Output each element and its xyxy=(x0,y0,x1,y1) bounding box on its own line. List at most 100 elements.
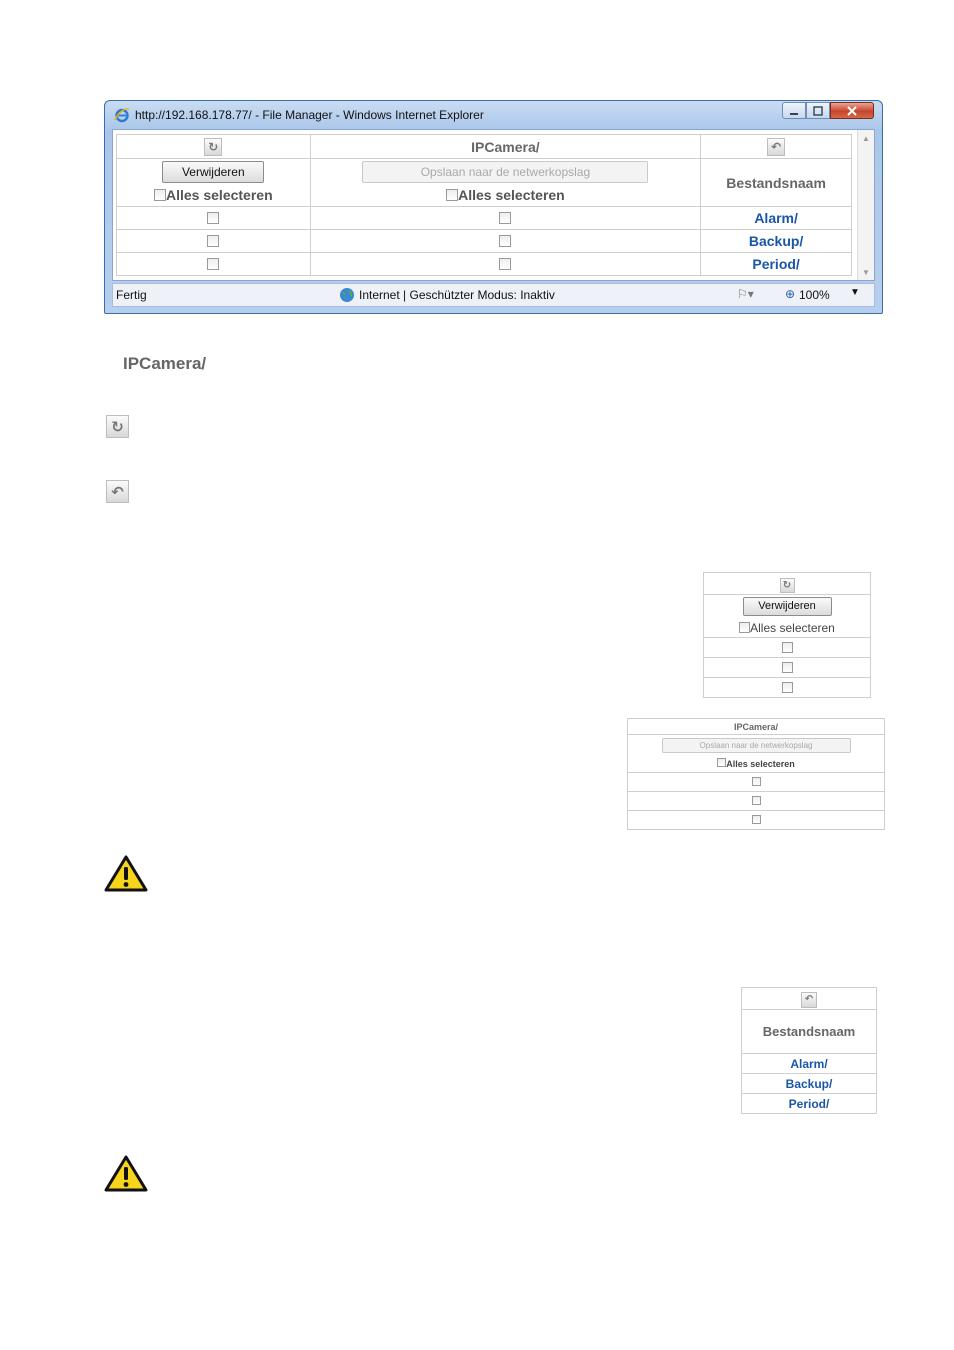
ie-content: ↻ IPCamera/ ↶ Verwijderen Alles selecter… xyxy=(112,129,875,281)
file-link-backup-text[interactable]: Backup/ xyxy=(785,1076,833,1091)
crop-row xyxy=(627,810,885,830)
file-link-period-text[interactable]: Period/ xyxy=(752,256,800,272)
back-icon[interactable]: ↶ xyxy=(801,991,817,1008)
file-link-backup[interactable]: Backup/ xyxy=(700,229,852,253)
checkbox-save-alarm[interactable] xyxy=(499,211,512,224)
file-link-backup-text[interactable]: Backup/ xyxy=(748,233,804,249)
save-network-button[interactable]: Opslaan naar de netwerkopslag xyxy=(362,160,649,183)
crop-file-link-period[interactable]: Period/ xyxy=(741,1093,877,1114)
select-all-checkbox[interactable] xyxy=(154,189,166,202)
back-cell: ↶ xyxy=(700,134,852,159)
crop-filename-column: ↶ Bestandsnaam Alarm/ Backup/ Period/ xyxy=(741,987,877,1114)
row-alarm-delete xyxy=(116,206,311,230)
window-title: http://192.168.178.77/ - File Manager - … xyxy=(135,108,484,122)
crop-row xyxy=(703,657,871,678)
folder-heading: IPCamera/ xyxy=(123,354,207,373)
crop-filename-header: Bestandsnaam xyxy=(741,1009,877,1054)
select-all-label: Alles selecteren xyxy=(726,759,795,769)
select-all-group: Alles selecteren xyxy=(717,754,795,772)
select-all-checkbox-2[interactable] xyxy=(446,189,459,202)
refresh-cell: ↻ xyxy=(116,134,311,159)
crop-refresh-cell: ↻ xyxy=(703,572,871,595)
warning-icon xyxy=(104,1155,148,1192)
select-all-checkbox[interactable] xyxy=(739,621,751,633)
select-all-group-2: Alles selecteren xyxy=(446,187,565,205)
checkbox-save-backup[interactable] xyxy=(499,234,512,247)
checkbox-delete-period[interactable] xyxy=(207,257,220,270)
refresh-icon[interactable]: ↻ xyxy=(779,577,795,593)
crop-delete-cell: Verwijderen Alles selecteren xyxy=(703,594,871,638)
scroll-up-icon[interactable]: ▲ xyxy=(862,134,870,143)
select-all-label: Alles selecteren xyxy=(750,620,835,635)
file-manager-table: ↻ IPCamera/ ↶ Verwijderen Alles selecter… xyxy=(116,134,852,276)
crop-folder-header: IPCamera/ xyxy=(627,718,885,735)
protected-mode-icon[interactable]: ⚐▾ xyxy=(737,287,754,301)
back-icon[interactable]: ↶ xyxy=(767,137,786,156)
file-link-period[interactable]: Period/ xyxy=(700,252,852,276)
select-all-label: Alles selecteren xyxy=(166,186,273,203)
select-all-checkbox[interactable] xyxy=(717,758,727,768)
crop-row xyxy=(703,677,871,698)
file-checkbox[interactable] xyxy=(781,661,793,673)
zoom-level[interactable]: 100% xyxy=(799,288,830,302)
security-zone: Internet | Geschützter Modus: Inaktiv xyxy=(359,288,555,302)
checkbox-delete-alarm[interactable] xyxy=(207,211,220,224)
crop-row xyxy=(703,637,871,658)
scroll-down-icon[interactable]: ▼ xyxy=(862,268,870,277)
globe-icon xyxy=(340,288,354,302)
row-period-delete xyxy=(116,252,311,276)
zoom-dropdown-icon[interactable]: ▼ xyxy=(850,287,860,298)
crop-row xyxy=(627,791,885,811)
zoom-icon: ⊕ xyxy=(785,287,796,301)
maximize-icon xyxy=(813,105,823,116)
minimize-icon xyxy=(790,112,798,115)
refresh-icon[interactable]: ↻ xyxy=(204,137,223,156)
row-alarm-save xyxy=(309,206,702,230)
folder-header: IPCamera/ xyxy=(309,134,702,159)
ie-window: http://192.168.178.77/ - File Manager - … xyxy=(104,100,883,314)
window-controls xyxy=(782,102,874,120)
file-link-alarm-text[interactable]: Alarm/ xyxy=(754,210,798,226)
select-all-group: Alles selecteren xyxy=(739,619,835,637)
save-network-button[interactable]: Opslaan naar de netwerkopslag xyxy=(661,738,851,753)
file-link-period-text[interactable]: Period/ xyxy=(788,1096,830,1111)
delete-cell: Verwijderen Alles selecteren xyxy=(116,158,311,207)
file-checkbox[interactable] xyxy=(781,641,793,653)
file-checkbox[interactable] xyxy=(751,777,761,787)
file-link-alarm[interactable]: Alarm/ xyxy=(700,206,852,230)
delete-button[interactable]: Verwijderen xyxy=(162,160,265,183)
row-backup-delete xyxy=(116,229,311,253)
crop-back-cell: ↶ xyxy=(741,987,877,1010)
delete-button[interactable]: Verwijderen xyxy=(742,596,832,616)
file-checkbox[interactable] xyxy=(751,796,761,806)
crop-file-link-alarm[interactable]: Alarm/ xyxy=(741,1053,877,1074)
status-text: Fertig xyxy=(116,288,147,302)
crop-save-column: IPCamera/ Opslaan naar de netwerkopslag … xyxy=(627,718,885,830)
back-icon-sample: ↶ xyxy=(106,480,129,503)
select-all-label-2: Alles selecteren xyxy=(458,186,565,203)
internet-explorer-icon xyxy=(114,108,130,123)
row-period-save xyxy=(309,252,702,276)
checkbox-delete-backup[interactable] xyxy=(207,234,220,247)
row-backup-save xyxy=(309,229,702,253)
minimize-button[interactable] xyxy=(782,102,806,119)
file-checkbox[interactable] xyxy=(751,815,761,825)
crop-delete-column: ↻ Verwijderen Alles selecteren xyxy=(703,572,871,698)
file-link-alarm-text[interactable]: Alarm/ xyxy=(790,1056,828,1071)
checkbox-save-period[interactable] xyxy=(499,257,512,270)
status-bar: Fertig Internet | Geschützter Modus: Ina… xyxy=(112,283,875,307)
file-checkbox[interactable] xyxy=(781,681,793,693)
crop-file-link-backup[interactable]: Backup/ xyxy=(741,1073,877,1094)
vertical-scrollbar[interactable]: ▲ ▼ xyxy=(857,130,874,280)
refresh-icon-sample: ↻ xyxy=(106,415,129,438)
maximize-button[interactable] xyxy=(806,102,830,119)
ie-titlebar: http://192.168.178.77/ - File Manager - … xyxy=(105,101,882,129)
save-cell: Opslaan naar de netwerkopslag Alles sele… xyxy=(309,158,702,207)
crop-row xyxy=(627,772,885,792)
filename-header: Bestandsnaam xyxy=(700,158,852,207)
select-all-group: Alles selecteren xyxy=(154,187,273,205)
crop-save-cell: Opslaan naar de netwerkopslag Alles sele… xyxy=(627,734,885,773)
warning-icon xyxy=(104,855,148,892)
close-icon xyxy=(847,105,857,116)
close-button[interactable] xyxy=(830,102,874,119)
